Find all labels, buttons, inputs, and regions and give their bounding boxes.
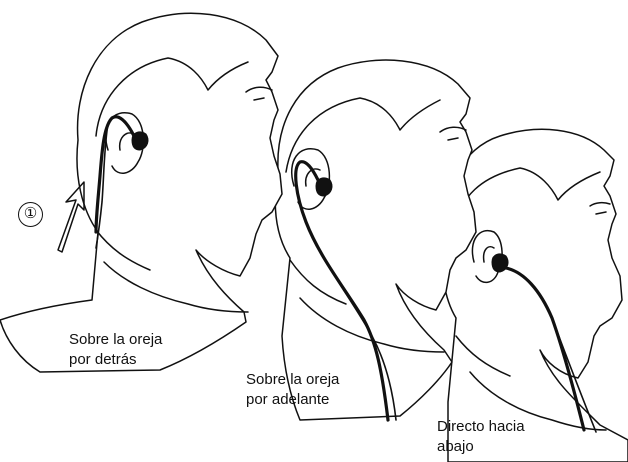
caption-over-ear-front: Sobre la oreja por adelante — [246, 370, 339, 410]
caption-line: por adelante — [246, 391, 330, 408]
earbud-over-ear-behind — [94, 115, 149, 249]
head-over-ear-front — [274, 59, 477, 421]
earbud-icon — [131, 131, 149, 151]
earbud-straight-down — [491, 253, 597, 433]
cable-icon — [94, 115, 136, 234]
caption-line: Sobre la oreja — [246, 371, 340, 388]
caption-line: Sobre la oreja — [69, 331, 163, 348]
caption-line: por detrás — [69, 351, 137, 368]
caption-straight-down: Directo hacia abajo — [437, 417, 525, 457]
earbud-over-ear-front — [294, 160, 397, 422]
caption-line: Directo hacia — [437, 418, 525, 435]
earbud-icon — [315, 177, 333, 197]
step-number-badge: ① — [18, 202, 43, 227]
earbud-icon — [491, 253, 509, 273]
caption-line: abajo — [437, 438, 474, 455]
head-over-ear-behind — [0, 12, 283, 373]
caption-over-ear-behind: Sobre la oreja por detrás — [69, 330, 162, 370]
up-arrow-icon — [57, 181, 85, 253]
head-straight-down — [441, 128, 628, 462]
